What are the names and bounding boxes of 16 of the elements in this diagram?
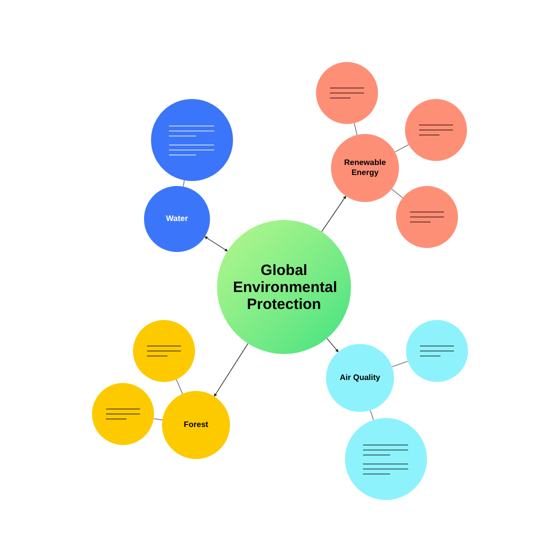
arrow [321, 196, 346, 232]
topic-label: Renewable Energy [343, 158, 387, 178]
arrow [326, 338, 339, 352]
topic-label: Forest [182, 419, 210, 431]
connector-line [370, 410, 374, 420]
connector-line [354, 122, 358, 136]
topic-label: Air Quality [338, 372, 382, 384]
connector-line [176, 379, 183, 394]
topic-label: Water [165, 213, 189, 225]
arrow [204, 236, 228, 252]
connector-line [392, 360, 408, 368]
topic-label: Global Environmental Protection [232, 262, 338, 312]
connector-line [182, 180, 185, 187]
connector-line [391, 188, 404, 198]
connector-line [394, 144, 410, 152]
arrow [214, 343, 248, 397]
